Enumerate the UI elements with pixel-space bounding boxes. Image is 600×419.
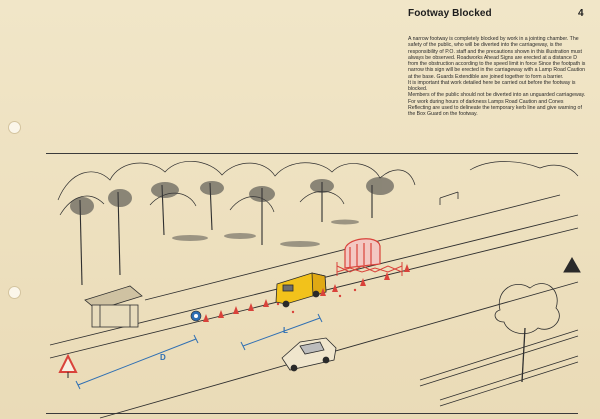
paragraph-1: A narrow footway is completely blocked b…: [408, 36, 586, 80]
lamp-dots: [276, 288, 357, 314]
dimension-line-l: [240, 313, 323, 351]
bottom-rule: [46, 413, 578, 414]
page-title: Footway Blocked: [408, 8, 492, 19]
roadworks-ahead-sign-far: [563, 256, 581, 273]
top-rule: [46, 153, 578, 154]
dimension-line-d: [75, 334, 199, 390]
car: [281, 337, 337, 372]
tree-shadows: [172, 219, 359, 247]
box-guard: [344, 238, 381, 269]
traffic-cones: [203, 264, 410, 322]
extendible-barrier: [336, 262, 403, 276]
roadside-tree: [494, 283, 560, 383]
instruction-text: A narrow footway is completely blocked b…: [408, 36, 586, 117]
punch-hole-bottom: [8, 286, 21, 299]
paragraph-4: For work during hours of darkness Lamps …: [408, 98, 582, 118]
dimension-d-label: D: [160, 353, 166, 362]
yellow-van: [275, 272, 327, 308]
keep-left-sign: [190, 310, 202, 322]
paragraph-2: It is important that work detailed here …: [408, 79, 576, 92]
page-number: 4: [578, 8, 584, 19]
paragraph-3: Members of the public should not be dive…: [408, 92, 586, 99]
roadworks-ahead-sign-near: [58, 353, 78, 378]
bench: [439, 191, 459, 205]
bus-shelter: [84, 285, 143, 328]
tree-foliage-shading: [70, 177, 394, 215]
punch-hole-top: [8, 121, 21, 134]
fence-right: [419, 329, 579, 407]
dimension-l-label: L: [283, 326, 288, 335]
